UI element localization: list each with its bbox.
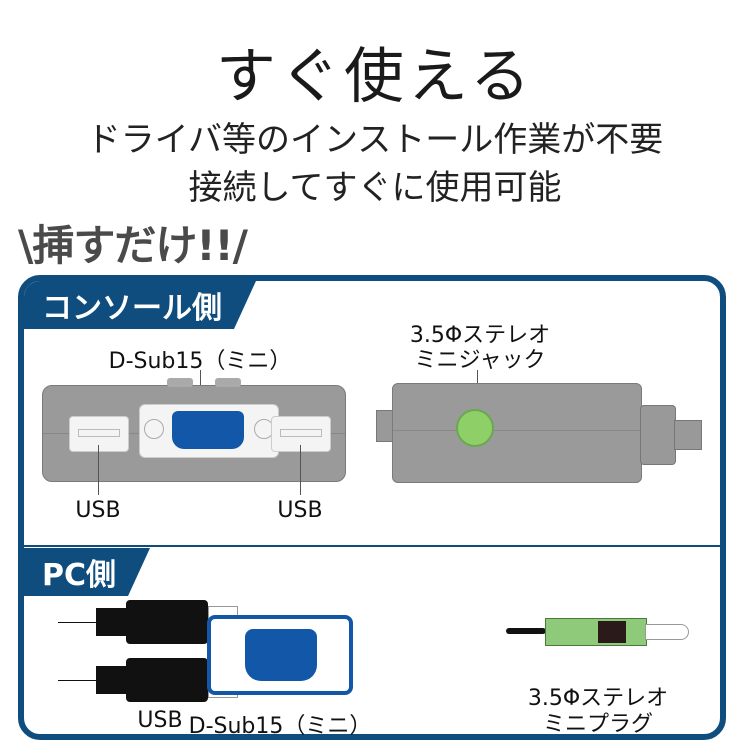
kvm-switch-front — [42, 378, 346, 482]
console-side-tab: コンソール側 — [24, 281, 256, 329]
audio-plug-tip — [645, 624, 689, 640]
usb-plug-icon-1 — [126, 600, 208, 644]
vga-pins — [172, 411, 244, 449]
audio-cable — [506, 628, 546, 634]
button-nub-left — [167, 378, 193, 387]
kvm-switch-side — [392, 383, 642, 483]
usb-port-left-icon — [69, 416, 129, 452]
vga-pins — [245, 629, 317, 681]
cable — [674, 420, 702, 450]
usb-strain-2 — [96, 666, 126, 694]
usb-left-leader — [98, 445, 99, 495]
page-title: すぐ使える — [215, 42, 535, 112]
section-divider — [24, 545, 720, 547]
usb-plug-icon-2 — [126, 658, 208, 702]
pc-audio-label-1: 3.5Φステレオ — [527, 686, 669, 711]
connection-panel — [18, 275, 726, 740]
usb-port-right-icon — [271, 416, 331, 452]
pc-usb-label: USB — [137, 708, 183, 733]
pc-dsub-label: D-Sub15（ミニ） — [188, 714, 372, 739]
cable-strain-relief — [640, 405, 676, 465]
audio-jack-icon — [456, 409, 494, 447]
usb-right-leader — [300, 445, 301, 495]
pc-vga-plug-icon — [207, 615, 353, 695]
screw-left — [144, 419, 164, 439]
console-audio-label-1: 3.5Φステレオ — [409, 323, 551, 348]
console-dsub-label: D-Sub15（ミニ） — [108, 349, 292, 374]
console-usb-right-label: USB — [277, 498, 323, 523]
headphone-icon — [598, 621, 626, 643]
vga-port-icon — [139, 404, 279, 458]
slogan: \挿すだけ!!/ — [18, 221, 248, 270]
pc-audio-label-2: ミニプラグ — [542, 712, 653, 737]
console-audio-label-2: ミニジャック — [414, 348, 546, 373]
button-nub-right — [215, 378, 241, 387]
usb-slot — [78, 429, 120, 437]
console-usb-left-label: USB — [75, 498, 121, 523]
seam-line — [393, 430, 641, 431]
subtitle-line-2: 接続してすぐに使用可能 — [188, 168, 562, 208]
audio-plug-icon — [545, 618, 647, 646]
subtitle-line-1: ドライバ等のインストール作業が不要 — [86, 120, 664, 160]
usb-strain-1 — [96, 608, 126, 636]
usb-slot — [280, 429, 322, 437]
pc-side-tab: PC側 — [24, 548, 150, 596]
